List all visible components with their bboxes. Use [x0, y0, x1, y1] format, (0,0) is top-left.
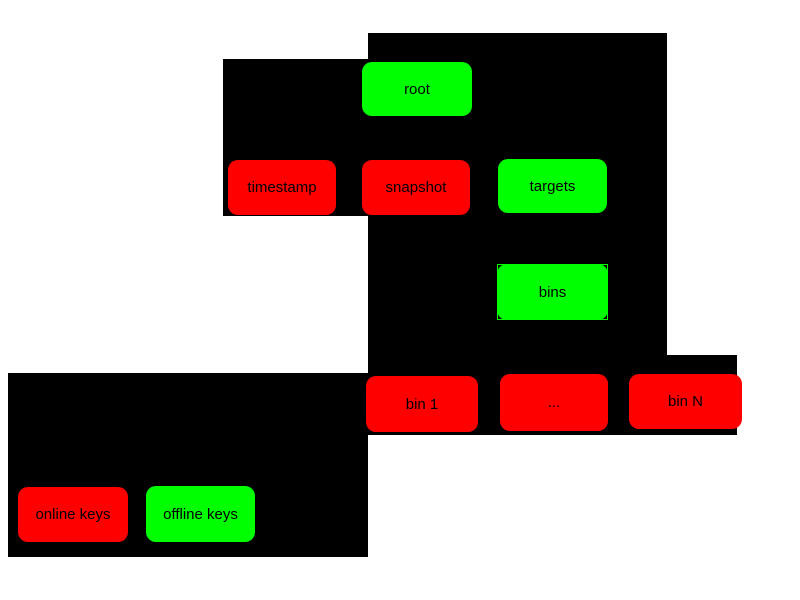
node-bin-n: bin N: [629, 374, 742, 429]
node-snapshot: snapshot: [362, 160, 470, 215]
node-bin-ellipsis: ...: [500, 374, 608, 431]
node-bins: bins: [497, 264, 608, 320]
node-label: online keys: [35, 506, 111, 523]
node-label: bin N: [667, 393, 704, 410]
node-label: timestamp: [247, 179, 317, 196]
node-timestamp: timestamp: [228, 160, 336, 215]
node-root: root: [362, 62, 472, 116]
node-label: ...: [547, 394, 561, 411]
node-label: root: [404, 80, 430, 98]
node-label: targets: [529, 177, 576, 195]
node-label: offline keys: [163, 505, 238, 523]
node-label: snapshot: [385, 179, 447, 196]
node-online-keys: online keys: [18, 487, 128, 542]
node-offline-keys: offline keys: [146, 486, 255, 542]
node-label: bins: [538, 283, 567, 301]
node-targets: targets: [498, 159, 607, 213]
node-label: bin 1: [405, 395, 439, 413]
node-bin-1: bin 1: [366, 376, 478, 432]
